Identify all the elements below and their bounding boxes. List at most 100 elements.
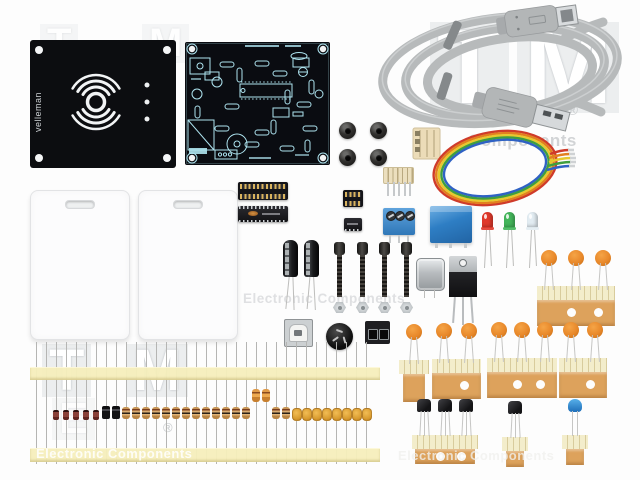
ic-legs — [345, 228, 361, 231]
machine-screw-shaft — [337, 255, 342, 297]
cardboard-tape — [399, 360, 429, 374]
rubber-foot — [370, 149, 387, 166]
resistor — [132, 407, 140, 419]
diode — [73, 410, 79, 420]
tape-hole — [457, 452, 466, 461]
electrolytic-capacitor — [304, 240, 319, 277]
rainbow-wires — [432, 129, 572, 207]
component-lead — [176, 342, 177, 464]
header-pin — [403, 182, 406, 196]
buzzer-slot — [335, 328, 344, 334]
connector-housing — [412, 127, 441, 160]
component-lead — [427, 410, 430, 437]
to220-leg — [470, 296, 474, 324]
component-lead — [515, 413, 516, 438]
ic-marking — [262, 213, 280, 215]
hex-nut — [378, 302, 391, 313]
component-lead — [419, 410, 422, 437]
component-lead — [510, 412, 513, 439]
resistor — [232, 407, 240, 419]
component-lead — [226, 342, 227, 464]
cardboard-tape — [487, 372, 557, 398]
resistor-tape-strip — [30, 340, 382, 466]
usb-b-socket-inner — [289, 324, 308, 342]
socket-pin-row — [240, 183, 286, 189]
component-lead — [46, 342, 47, 464]
piezo-buzzer — [326, 323, 353, 350]
rfid-card — [138, 190, 238, 340]
crystal-oscillator — [416, 258, 445, 291]
hex-nut — [400, 302, 413, 313]
component-lead — [186, 342, 187, 464]
tape-hole — [567, 308, 576, 317]
resistor — [312, 408, 322, 421]
component-lead — [76, 342, 77, 464]
capacitor-lead — [285, 277, 290, 309]
cardboard-tape — [502, 437, 528, 451]
resistor — [222, 407, 230, 419]
tape-hole — [513, 380, 522, 389]
component-lead — [276, 342, 277, 464]
terminal-hole — [368, 329, 378, 340]
resistor — [182, 407, 190, 419]
resistor — [352, 408, 362, 421]
usb-cable — [378, 4, 622, 132]
rubber-foot — [339, 149, 356, 166]
component-lead — [448, 410, 451, 437]
component-lead — [66, 342, 67, 464]
machine-screw-shaft — [360, 255, 365, 297]
resistor — [332, 408, 342, 421]
to92-transistor — [417, 399, 431, 412]
machine-screw-head — [334, 242, 345, 255]
resistor — [172, 407, 180, 419]
led — [482, 212, 493, 228]
tape-hole — [536, 380, 545, 389]
resistor — [292, 408, 302, 421]
component-lead — [216, 342, 217, 464]
ic-glint — [248, 211, 258, 216]
socket-pin-row — [345, 191, 361, 197]
resistor — [162, 407, 170, 419]
led-flange — [526, 227, 539, 230]
component-lead — [116, 342, 117, 464]
machine-screw-head — [401, 242, 412, 255]
capacitor-lead — [292, 276, 295, 311]
component-lead — [256, 342, 257, 464]
tape-hole — [460, 381, 469, 390]
diode — [93, 410, 99, 420]
cardboard-tape — [432, 373, 481, 399]
watermark-electronic-components: Electronic Components — [398, 448, 555, 463]
cardboard-tape — [559, 358, 607, 372]
terminal-screw — [385, 211, 396, 221]
rubber-foot — [370, 122, 387, 139]
cardboard-tape — [487, 358, 557, 372]
resistor — [192, 407, 200, 419]
resistor — [262, 389, 270, 402]
disc-capacitor — [587, 322, 603, 338]
resistor — [122, 407, 130, 419]
led-lead — [529, 229, 532, 269]
component-lead — [440, 410, 443, 437]
relay — [430, 206, 472, 243]
to92-transistor — [508, 401, 522, 414]
capacitor-stripe — [306, 243, 310, 275]
machine-screw-head — [357, 242, 368, 255]
main-pcb — [185, 42, 330, 165]
to220-regulator-body — [449, 272, 477, 297]
ic-legs — [239, 219, 287, 222]
component-lead — [36, 342, 37, 464]
to220-hole — [459, 259, 467, 267]
component-lead — [461, 410, 464, 437]
card-slot — [173, 200, 203, 209]
hex-nut — [333, 302, 346, 313]
component-lead — [196, 342, 197, 464]
component-lead — [466, 411, 467, 436]
rubber-foot — [339, 122, 356, 139]
usb-a-plug — [472, 87, 571, 132]
terminal-screw — [404, 211, 415, 221]
rfid-antenna-board: velleman — [30, 40, 176, 168]
diode — [63, 410, 69, 420]
registered-mark: ® — [567, 102, 579, 119]
registered-mark: ® — [163, 420, 173, 435]
